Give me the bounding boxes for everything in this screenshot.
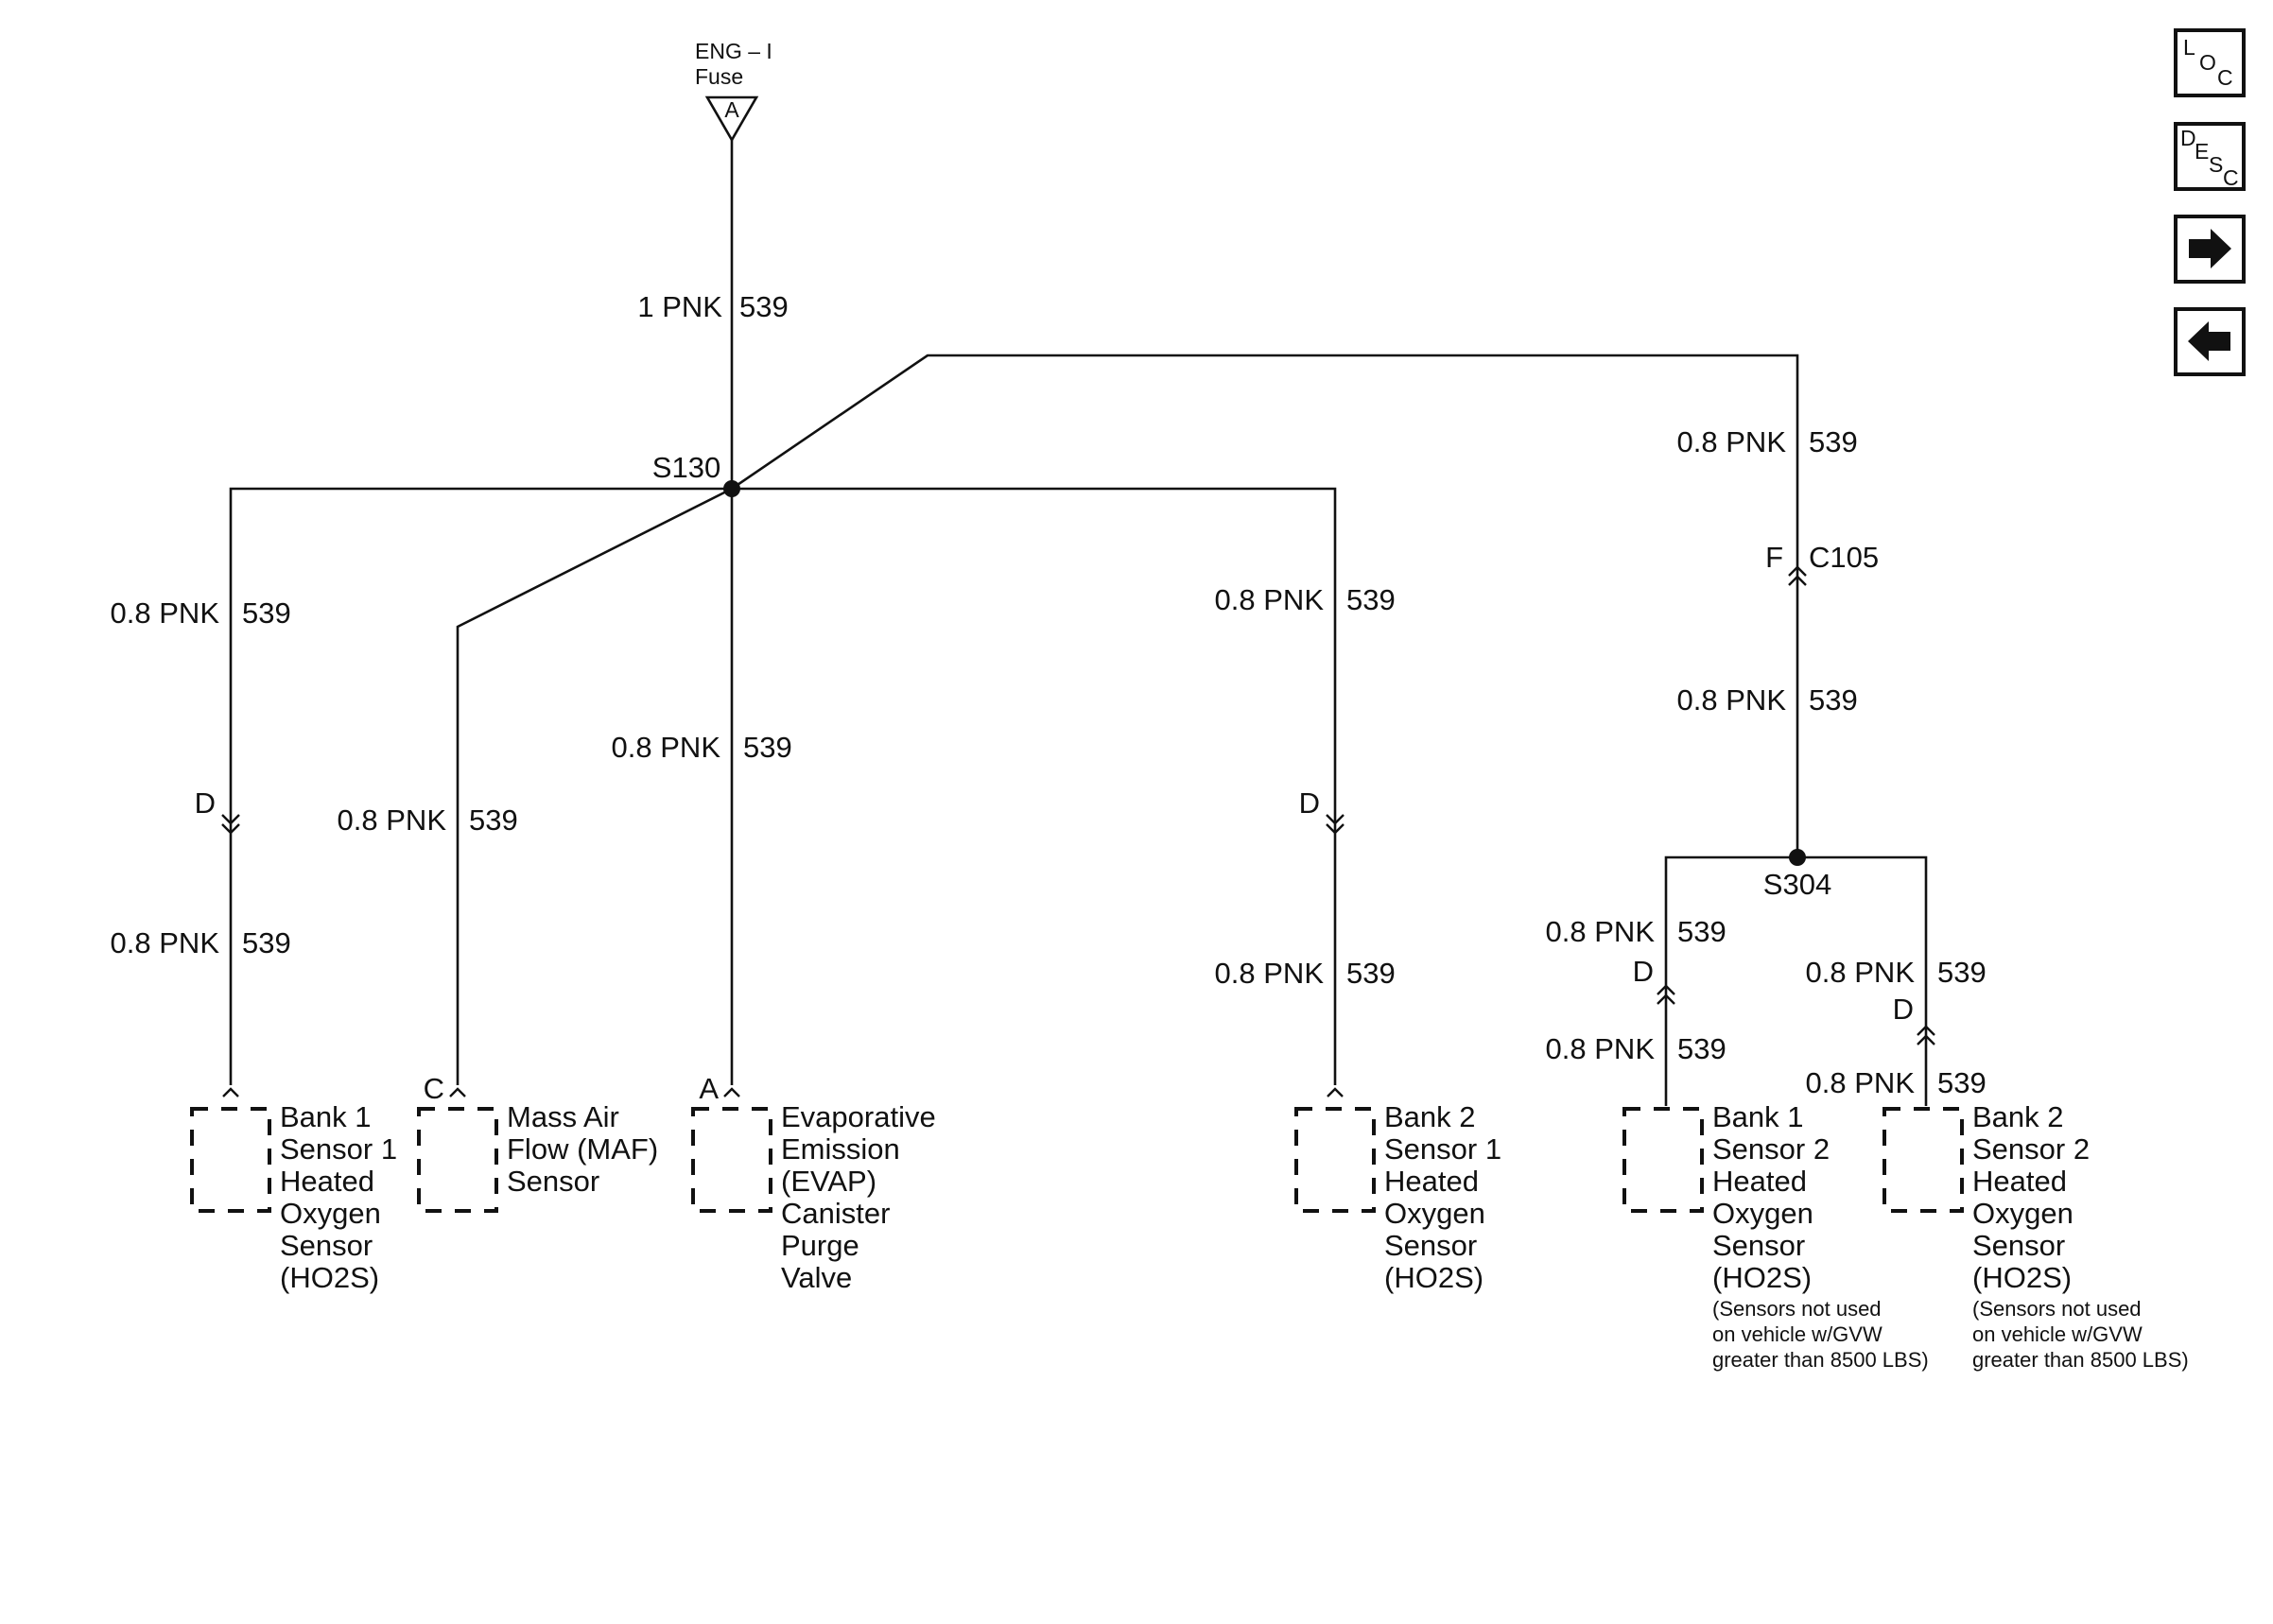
inline-connector-symbol: [1788, 565, 1807, 586]
component-evap-purge-valve: [691, 1107, 772, 1213]
component-bank2-sensor1-ho2s: [1294, 1107, 1376, 1213]
wire-circuit: 539: [1937, 956, 1987, 989]
wire-gauge: 0.8 PNK: [1546, 1032, 1656, 1065]
pin-label: D: [1633, 955, 1654, 988]
svg-text:S: S: [2209, 152, 2223, 177]
inline-connectors: D D F C105 D D: [195, 541, 1935, 1045]
component-label-maf: Mass Air Flow (MAF) Sensor: [507, 1100, 667, 1198]
wire-gauge: 0.8 PNK: [1215, 957, 1325, 990]
back-button[interactable]: [2174, 307, 2246, 376]
component-label-bank2-sensor2: Bank 2 Sensor 2 Heated Oxygen Sensor (HO…: [1972, 1100, 2098, 1294]
wire-s130-horizontal: [229, 487, 1337, 1085]
pin-label: C: [424, 1072, 444, 1105]
svg-text:C: C: [2217, 65, 2233, 90]
components: [190, 1107, 1964, 1213]
note-bank1-sensor2: (Sensors not used on vehicle w/GVW great…: [1712, 1297, 1929, 1372]
component-labels: Bank 1 Sensor 1 Heated Oxygen Sensor (HO…: [280, 1100, 2189, 1372]
splice-s304-label: S304: [1763, 868, 1831, 901]
note-bank2-sensor2: (Sensors not used on vehicle w/GVW great…: [1972, 1297, 2189, 1372]
fuse-name: ENG – I: [695, 39, 772, 63]
splice-s304-dot: [1789, 849, 1806, 866]
inline-connector-symbol: [1917, 1025, 1935, 1045]
wire-gauge: 0.8 PNK: [1215, 583, 1325, 616]
right-arrow-icon: [2189, 229, 2231, 268]
pin-label: D: [195, 786, 216, 820]
wire-gauge: 0.8 PNK: [1806, 956, 1916, 989]
wire-circuit: 539: [469, 803, 518, 837]
inline-connector-symbol: [1657, 984, 1675, 1005]
wire-circuit: 539: [1677, 1032, 1726, 1065]
fuse-eng-i: ENG – I Fuse A: [695, 39, 772, 143]
pin-label: D: [1299, 786, 1320, 820]
fuse-terminal: A: [724, 97, 739, 122]
c105-terminal: F: [1765, 541, 1783, 574]
wire-circuit: 539: [1346, 957, 1396, 990]
fuse-label: Fuse: [695, 64, 743, 89]
splice-s130-label: S130: [652, 451, 720, 484]
terminal-symbol: [723, 1087, 740, 1097]
component-label-bank1-sensor2: Bank 1 Sensor 2 Heated Oxygen Sensor (HO…: [1712, 1100, 1838, 1294]
wire-gauge: 0.8 PNK: [1806, 1066, 1916, 1099]
component-label-evap: Evaporative Emission (EVAP) Canister Pur…: [781, 1100, 944, 1294]
wires: [229, 140, 1928, 1106]
terminal-symbol: [1327, 1087, 1344, 1097]
splice-s130-dot: [723, 480, 740, 497]
wire-gauge: 0.8 PNK: [338, 803, 447, 837]
left-arrow-icon: [2188, 321, 2230, 361]
terminal-symbol: [449, 1087, 466, 1097]
wire-circuit: 539: [739, 290, 789, 323]
c105-name: C105: [1809, 541, 1879, 574]
wire-s130-to-c105: [731, 354, 1799, 857]
wire-circuit: 539: [1937, 1066, 1987, 1099]
component-label-bank2-sensor1: Bank 2 Sensor 1 Heated Oxygen Sensor (HO…: [1384, 1100, 1510, 1294]
loc-button[interactable]: L O C: [2174, 28, 2246, 97]
component-bank1-sensor2-ho2s: [1622, 1107, 1704, 1213]
wire-gauge: 0.8 PNK: [111, 596, 220, 630]
wire-gauge: 0.8 PNK: [1677, 425, 1787, 458]
wire-circuit: 539: [1809, 425, 1858, 458]
svg-text:L: L: [2183, 35, 2195, 60]
wire-gauge: 0.8 PNK: [111, 926, 220, 959]
pin-label: A: [699, 1072, 719, 1105]
component-maf-sensor: [417, 1107, 498, 1213]
component-bank1-sensor1-ho2s: [190, 1107, 271, 1213]
inline-connector-symbol: [221, 814, 240, 835]
wire-circuit: 539: [242, 596, 291, 630]
forward-button[interactable]: [2174, 215, 2246, 284]
wire-s130-to-maf: [456, 487, 733, 1085]
desc-button[interactable]: D E S C: [2174, 122, 2246, 191]
wire-circuit: 539: [242, 926, 291, 959]
svg-text:E: E: [2195, 139, 2209, 164]
wire-circuit: 539: [1346, 583, 1396, 616]
terminal-symbol: [222, 1087, 239, 1097]
wire-circuit: 539: [743, 731, 792, 764]
wire-labels: 1 PNK 539 0.8 PNK 539 0.8 PNK 539 0.8 PN…: [111, 290, 1987, 1099]
svg-text:C: C: [2223, 165, 2239, 190]
wire-circuit: 539: [1677, 915, 1726, 948]
component-terminals: C A: [222, 1072, 1344, 1105]
wire-gauge: 0.8 PNK: [1546, 915, 1656, 948]
pin-label: D: [1893, 993, 1914, 1026]
svg-text:O: O: [2199, 50, 2216, 75]
wire-gauge: 0.8 PNK: [1677, 683, 1787, 717]
wire-gauge: 0.8 PNK: [612, 731, 721, 764]
component-bank2-sensor2-ho2s: [1883, 1107, 1964, 1213]
inline-connector-symbol: [1326, 814, 1345, 835]
svg-text:D: D: [2180, 126, 2196, 150]
fuse-terminal-symbol: [704, 95, 759, 143]
wire-gauge: 1 PNK: [637, 290, 722, 323]
component-label-bank1-sensor1: Bank 1 Sensor 1 Heated Oxygen Sensor (HO…: [280, 1100, 406, 1294]
wire-circuit: 539: [1809, 683, 1858, 717]
